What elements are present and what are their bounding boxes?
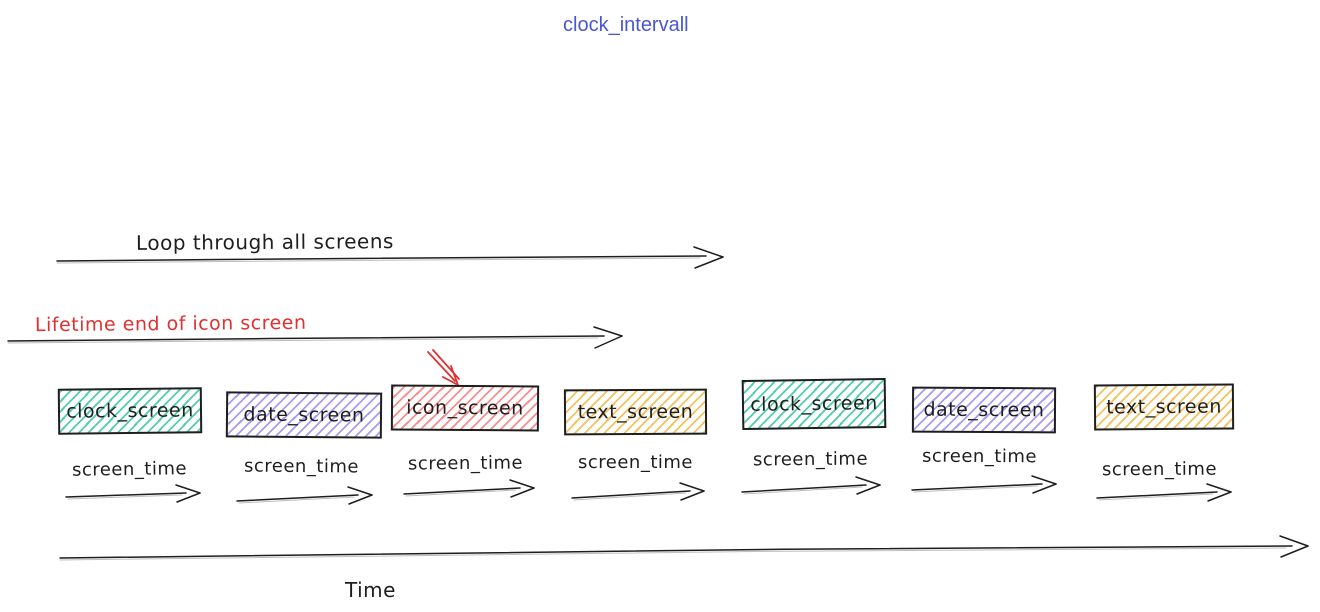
- screen-time-label: screen_time: [243, 455, 360, 478]
- screen-time-arrow: [236, 486, 373, 505]
- screen-box-date-2: date_screen: [911, 386, 1057, 434]
- screen-box-label: date_screen: [923, 398, 1045, 422]
- screen-time-arrows: [65, 475, 1232, 505]
- screen-time-arrow: [911, 475, 1057, 494]
- time-axis-arrow: [59, 535, 1309, 561]
- screen-box-text-2: text_screen: [1093, 383, 1235, 431]
- screen-time-label: screen_time: [1101, 458, 1218, 481]
- page-title: clock_intervall: [563, 14, 689, 36]
- screen-time-arrow: [571, 482, 705, 501]
- lifetime-arrow: [7, 326, 623, 349]
- lifetime-arrow-label: Lifetime end of icon screen: [34, 311, 307, 337]
- screen-box-label: text_screen: [577, 400, 694, 424]
- screen-box-date-1: date_screen: [225, 391, 383, 439]
- loop-arrow-label: Loop through all screens: [135, 229, 394, 255]
- red-pointer-arrow: [427, 349, 460, 386]
- screen-time-arrow: [65, 484, 201, 503]
- screen-time-label: screen_time: [921, 445, 1038, 468]
- screen-box-label: date_screen: [243, 403, 365, 427]
- screen-time-arrow: [403, 479, 535, 498]
- screen-box-text-1: text_screen: [563, 388, 708, 436]
- screen-box-label: text_screen: [1106, 395, 1222, 419]
- screen-box-label: clock_screen: [66, 399, 194, 423]
- screen-box-clock-1: clock_screen: [57, 387, 203, 435]
- screen-time-arrow: [741, 476, 881, 495]
- screen-box-label: icon_screen: [406, 396, 524, 420]
- screen-box-icon: icon_screen: [390, 384, 540, 432]
- screen-time-label: screen_time: [71, 458, 188, 481]
- time-axis-label: Time: [345, 578, 396, 602]
- screen-box-label: clock_screen: [750, 392, 878, 416]
- screen-time-arrow: [1096, 483, 1232, 502]
- screen-time-label: screen_time: [407, 452, 524, 475]
- loop-arrow: [56, 246, 724, 269]
- screen-time-label: screen_time: [752, 448, 869, 471]
- screen-box-clock-2: clock_screen: [741, 377, 887, 431]
- screen-time-label: screen_time: [578, 452, 694, 473]
